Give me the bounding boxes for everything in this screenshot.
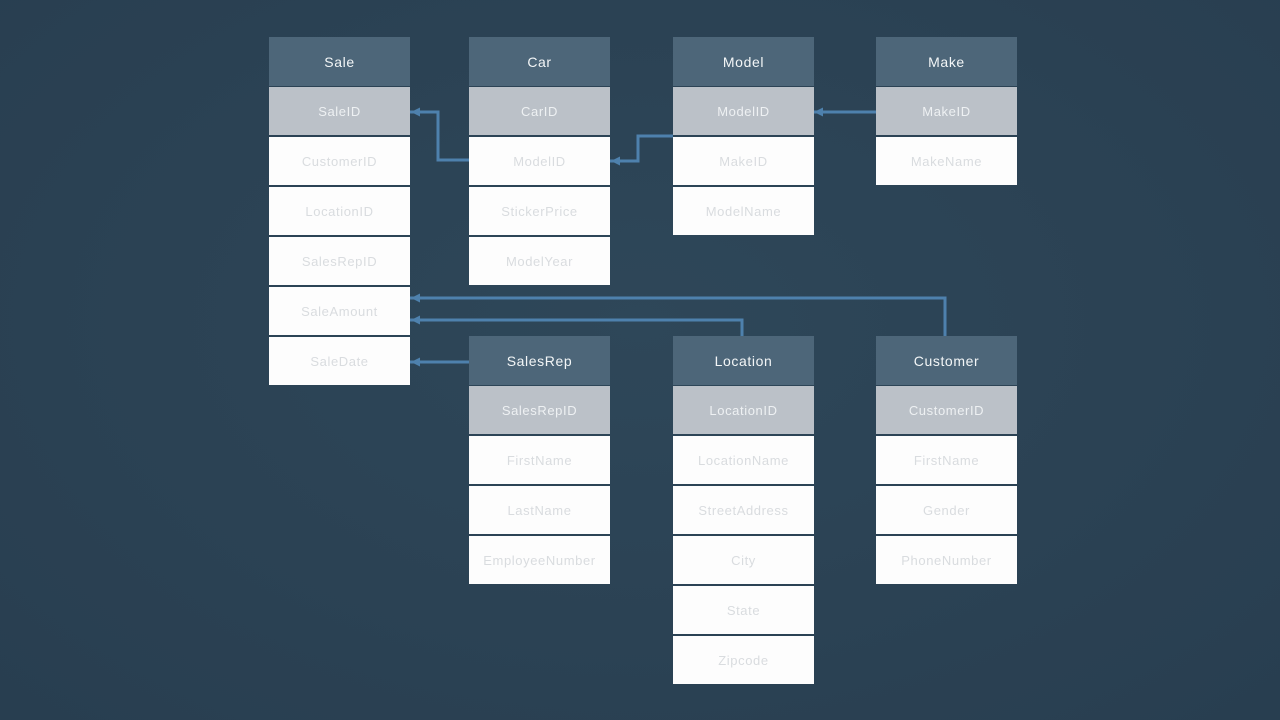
- arrowhead-icon: [411, 315, 420, 325]
- row-location-zipcode: Zipcode: [673, 636, 814, 684]
- row-sale-customerid: CustomerID: [269, 137, 410, 185]
- table-title-customer: Customer: [876, 336, 1017, 385]
- table-title-location: Location: [673, 336, 814, 385]
- table-title-model: Model: [673, 37, 814, 86]
- row-salesrep-salesrepid: SalesRepID: [469, 386, 610, 434]
- row-location-streetaddress: StreetAddress: [673, 486, 814, 534]
- table-title-sale: Sale: [269, 37, 410, 86]
- arrowhead-icon: [411, 107, 420, 117]
- row-salesrep-firstname: FirstName: [469, 436, 610, 484]
- connector-sale-saleamount-to-location: [410, 315, 744, 337]
- arrowhead-icon: [611, 156, 620, 166]
- row-make-makename: MakeName: [876, 137, 1017, 185]
- row-sale-saledate: SaleDate: [269, 337, 410, 385]
- row-model-modelname: ModelName: [673, 187, 814, 235]
- row-location-city: City: [673, 536, 814, 584]
- row-salesrep-lastname: LastName: [469, 486, 610, 534]
- connector-sale-saledate-to-salesrep: [410, 357, 469, 367]
- table-title-make: Make: [876, 37, 1017, 86]
- row-customer-gender: Gender: [876, 486, 1017, 534]
- row-car-modelyear: ModelYear: [469, 237, 610, 285]
- arrowhead-icon: [411, 357, 420, 367]
- arrowhead-icon: [814, 107, 823, 117]
- row-make-makeid: MakeID: [876, 87, 1017, 135]
- connector-sale-saleamount-to-customer: [410, 293, 947, 337]
- row-car-carid: CarID: [469, 87, 610, 135]
- row-customer-customerid: CustomerID: [876, 386, 1017, 434]
- connector-model-modelid-to-make-makeid: [813, 107, 876, 117]
- arrowhead-icon: [411, 293, 420, 303]
- row-salesrep-employeenumber: EmployeeNumber: [469, 536, 610, 584]
- row-location-locationid: LocationID: [673, 386, 814, 434]
- row-sale-locationid: LocationID: [269, 187, 410, 235]
- table-title-salesrep: SalesRep: [469, 336, 610, 385]
- connector-sale-saleid-to-car-modelid: [410, 107, 469, 162]
- row-model-modelid: ModelID: [673, 87, 814, 135]
- row-sale-salesrepid: SalesRepID: [269, 237, 410, 285]
- row-sale-saleamount: SaleAmount: [269, 287, 410, 335]
- row-location-locationname: LocationName: [673, 436, 814, 484]
- table-title-car: Car: [469, 37, 610, 86]
- row-model-makeid: MakeID: [673, 137, 814, 185]
- row-car-modelid: ModelID: [469, 137, 610, 185]
- row-customer-firstname: FirstName: [876, 436, 1017, 484]
- row-car-stickerprice: StickerPrice: [469, 187, 610, 235]
- row-sale-saleid: SaleID: [269, 87, 410, 135]
- row-location-state: State: [673, 586, 814, 634]
- row-customer-phonenumber: PhoneNumber: [876, 536, 1017, 584]
- connector-car-modelid-to-model-modelid: [610, 134, 673, 166]
